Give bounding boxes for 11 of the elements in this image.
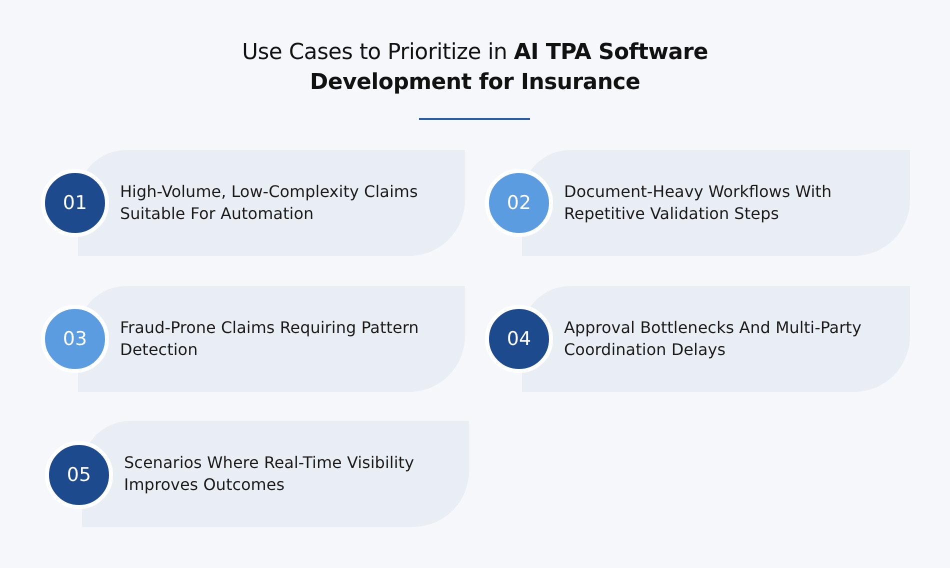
use-case-text: Scenarios Where Real-Time Visibility Improves Outcomes [124, 452, 416, 496]
number-circle: 03 [41, 305, 109, 373]
number-circle: 01 [41, 169, 109, 237]
use-case-text: High-Volume, Low-Complexity Claims Suitable For Automation [120, 181, 419, 225]
use-case-text: Fraud-Prone Claims Requiring Pattern Detection [120, 317, 420, 361]
number-circle: 04 [485, 305, 553, 373]
use-case-text: Document-Heavy Workflows With Repetitive Validation Steps [564, 181, 833, 225]
title: Use Cases to Prioritize in AI TPA Software Development for Insurance [240, 39, 710, 97]
number-circle: 05 [45, 441, 113, 509]
number-circle: 02 [485, 169, 553, 237]
use-case-text: Approval Bottlenecks And Multi-Party Coordination Delays [564, 317, 862, 361]
